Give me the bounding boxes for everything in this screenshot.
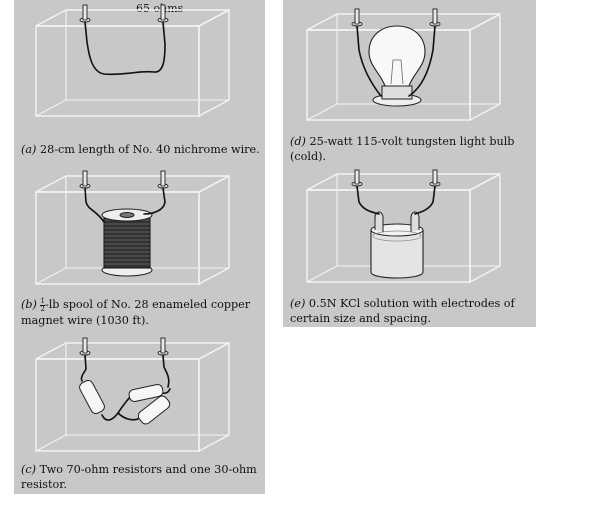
caption-e: (e) 0.5N KCl solution with electrodes of…: [290, 296, 532, 326]
caption-b: (b) 12-lb spool of No. 28 enameled coppe…: [21, 297, 261, 328]
figure-c-resistors: [14, 335, 265, 460]
caption-c: (c) Two 70-ohm resistors and one 30-ohm …: [21, 462, 261, 492]
resistor-1: [78, 379, 106, 416]
caption-a: (a) 28-cm length of No. 40 nichrome wire…: [21, 142, 261, 157]
figure-b-wire-spool: [14, 170, 265, 295]
caption-d: (d) 25-watt 115-volt tungsten light bulb…: [290, 134, 532, 164]
figure-a-nichrome-wire: [14, 0, 265, 130]
figure-d-light-bulb: [283, 0, 536, 130]
figure-e-kcl-beaker: [283, 170, 536, 295]
